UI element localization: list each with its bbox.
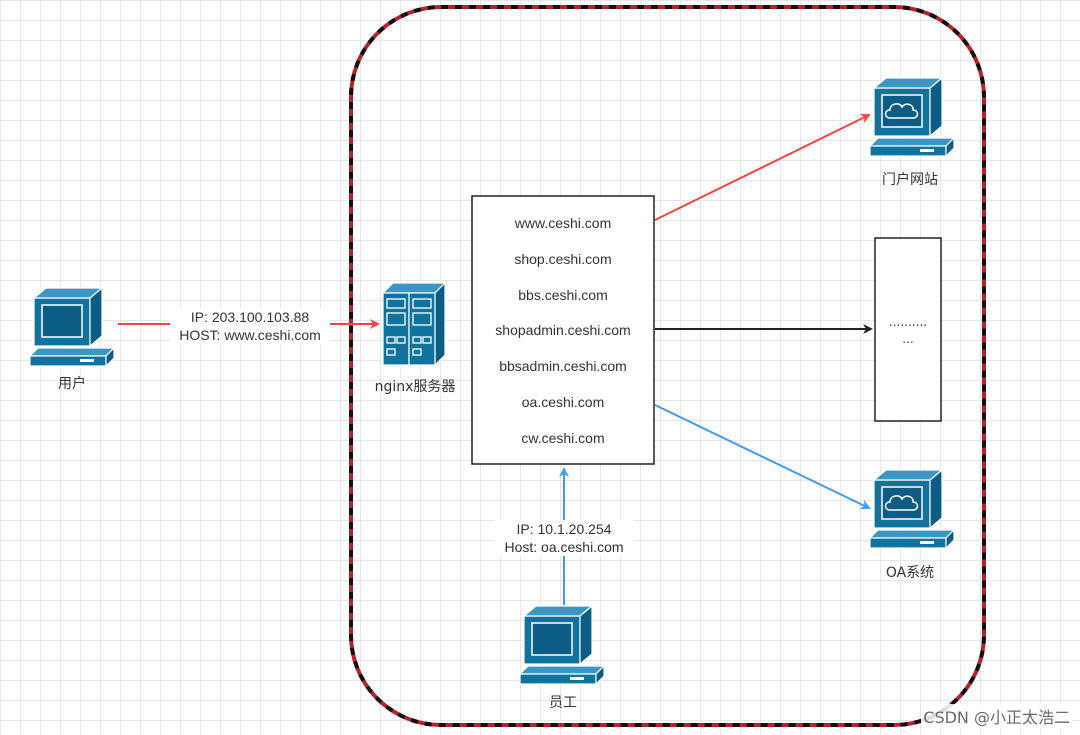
user-computer-icon [29,287,115,367]
domain-item: shop.ceshi.com [514,251,612,267]
domain-item: shopadmin.ceshi.com [495,322,631,338]
edge-box-to-oa [654,404,871,510]
employee-connection-label: IP: 10.1.20.254 Host: oa.ceshi.com [494,520,634,556]
oa-label: OA系统 [885,565,935,581]
oa-system-icon [869,469,955,549]
domain-item: oa.ceshi.com [521,394,605,410]
domain-list-box [471,195,655,465]
domain-item: www.ceshi.com [514,215,612,231]
watermark: CSDN @小正太浩二 [921,704,1072,728]
more-services-box [874,237,942,422]
user-connection-ip: IP: 203.100.103.88 [190,309,310,325]
domain-item: bbs.ceshi.com [518,287,608,303]
user-label: 用户 [58,376,86,392]
edge-box-to-portal [654,114,871,221]
portal-website-icon [869,77,955,157]
portal-label: 门户网站 [882,172,938,188]
user-connection-label: IP: 203.100.103.88 HOST: www.ceshi.com [170,308,330,344]
user-connection-host: HOST: www.ceshi.com [179,327,321,343]
nginx-label: nginx服务器 [374,379,456,395]
employee-label: 员工 [549,695,577,711]
employee-computer-icon [519,605,605,685]
employee-connection-ip: IP: 10.1.20.254 [516,521,612,537]
more-box-dots-2: ... [902,332,914,346]
domain-item: cw.ceshi.com [521,430,605,446]
nginx-server-icon [381,281,447,367]
employee-connection-host: Host: oa.ceshi.com [504,539,624,555]
domain-item: bbsadmin.ceshi.com [499,358,627,374]
network-boundary [349,5,986,727]
more-box-dots-1: .......... [888,315,928,329]
